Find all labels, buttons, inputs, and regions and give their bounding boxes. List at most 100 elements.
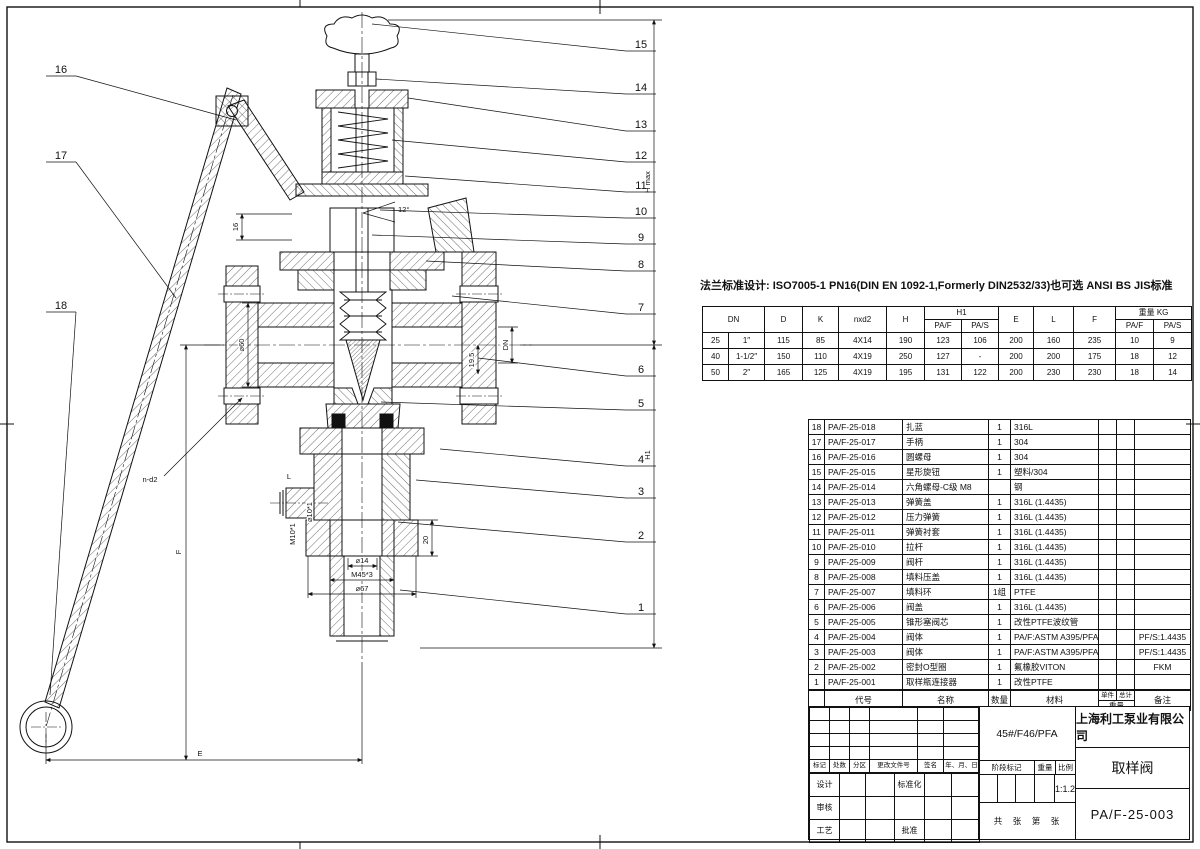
material-spec: 45#/F46/PFA <box>979 707 1075 761</box>
table-cell <box>1098 419 1117 435</box>
bom-header-weight: 单件 总计 重量 <box>1098 690 1135 711</box>
table-cell: PA/F-25-002 <box>824 659 903 675</box>
side-port <box>270 487 330 519</box>
table-cell: 18 <box>1115 348 1155 365</box>
table-cell: 131 <box>924 364 962 381</box>
spring-chamber <box>321 107 404 173</box>
bom-header-total: 总计 <box>1119 692 1132 699</box>
table-cell: 7 <box>808 584 825 600</box>
table-cell: PA/F-25-011 <box>824 524 903 540</box>
table-cell: 1 <box>988 509 1011 525</box>
table-cell: 圆螺母 <box>902 449 989 465</box>
table-cell: 125 <box>802 364 839 381</box>
col-header-k: K <box>802 306 839 333</box>
table-cell <box>1134 434 1191 450</box>
table-cell: 175 <box>1073 348 1117 365</box>
table-cell: 阀杆 <box>902 554 989 570</box>
table-cell: 改性PTFE <box>1010 674 1099 690</box>
table-cell: 106 <box>960 332 1000 349</box>
packing-left <box>331 413 346 428</box>
table-cell <box>1098 674 1117 690</box>
table-cell: 127 <box>924 348 962 365</box>
callout-number: 13 <box>635 119 647 131</box>
table-cell: 1 <box>808 674 825 690</box>
table-cell <box>1134 539 1191 555</box>
table-cell: 160 <box>1033 332 1075 349</box>
table-cell: PA/F-25-003 <box>824 644 903 660</box>
table-cell: 1″ <box>728 332 765 349</box>
table-cell: 235 <box>1073 332 1117 349</box>
table-cell <box>1116 584 1135 600</box>
callout-number: 5 <box>638 398 644 410</box>
table-cell <box>988 479 1011 495</box>
sub-header: PA/S <box>960 319 1000 333</box>
table-cell: 1 <box>988 494 1011 510</box>
table-cell <box>1116 479 1135 495</box>
table-cell <box>1134 569 1191 585</box>
col-header-d: D <box>764 306 803 333</box>
table-cell: 40 <box>702 348 729 365</box>
table-cell: 压力弹簧 <box>902 509 989 525</box>
table-cell: - <box>960 348 1000 365</box>
table-cell <box>1116 554 1135 570</box>
company-name: 上海利工泵业有限公司 <box>1076 707 1189 748</box>
sub-header: PA/S <box>1153 319 1193 333</box>
table-cell: 1 <box>988 464 1011 480</box>
table-cell <box>1098 599 1117 615</box>
table-cell <box>1098 464 1117 480</box>
dim-label-angle: 12° <box>398 205 409 214</box>
table-cell <box>1098 629 1117 645</box>
table-cell: 165 <box>764 364 803 381</box>
table-cell: 200 <box>998 332 1035 349</box>
table-cell: 200 <box>1033 348 1075 365</box>
table-cell: 9 <box>808 554 825 570</box>
tie-rod-column <box>329 201 396 292</box>
table-cell: 4 <box>808 629 825 645</box>
table-cell: 6 <box>808 599 825 615</box>
table-cell: 1 <box>988 629 1011 645</box>
table-cell: 123 <box>924 332 962 349</box>
table-cell: 取样瓶连接器 <box>902 674 989 690</box>
table-cell: PA/F:ASTM A395/PFA <box>1010 629 1099 645</box>
table-cell <box>1116 539 1135 555</box>
label-design: 设计 <box>809 773 840 797</box>
table-cell: 304 <box>1010 434 1099 450</box>
table-cell <box>1134 614 1191 630</box>
table-cell: PA/F-25-004 <box>824 629 903 645</box>
dim-label-h1: H1 <box>643 450 652 460</box>
table-cell <box>1116 599 1135 615</box>
table-cell <box>1098 644 1117 660</box>
table-cell: 8 <box>808 569 825 585</box>
dim-label-m45: M45*3 <box>351 570 373 579</box>
table-cell <box>1116 614 1135 630</box>
table-cell: 17 <box>808 434 825 450</box>
label-weight: 重量 <box>1035 761 1056 774</box>
callout-number: 9 <box>638 232 644 244</box>
table-cell <box>1116 524 1135 540</box>
callout-number: 8 <box>638 259 644 271</box>
bom-header-unit: 单件 <box>1100 691 1117 700</box>
dim-label-dn: DN <box>501 340 510 351</box>
table-cell <box>1116 629 1135 645</box>
callout-numbers: 15 14 13 12 11 10 9 8 7 6 5 4 3 2 1 16 1… <box>55 39 647 614</box>
col-header-h: H <box>886 306 925 333</box>
table-cell <box>1134 674 1191 690</box>
bonnet <box>279 251 445 388</box>
callout-number: 14 <box>635 82 647 94</box>
callout-number: 3 <box>638 486 644 498</box>
spring-bushing <box>321 171 404 185</box>
table-cell: PA/F-25-017 <box>824 434 903 450</box>
dim-label-dia10: ⌀10*1 <box>305 502 314 522</box>
table-cell: 4X19 <box>838 364 887 381</box>
spring-cover <box>315 89 409 109</box>
table-cell: 钢 <box>1010 479 1099 495</box>
table-cell: 18 <box>1115 364 1155 381</box>
table-cell: PA/F-25-008 <box>824 569 903 585</box>
